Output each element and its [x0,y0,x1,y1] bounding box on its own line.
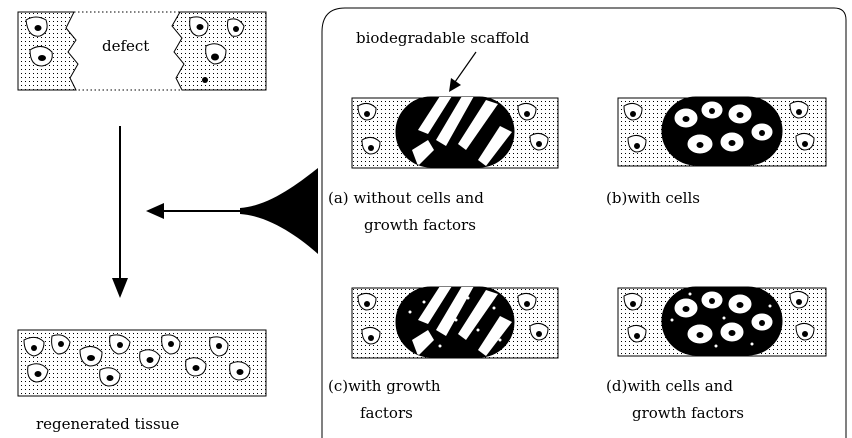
scaffold-b-diagram [617,96,827,167]
case-line-1: with growth [348,377,441,395]
case-letter: (d) [606,377,628,395]
down-arrow-icon [112,126,128,298]
scaffold-d-diagram [617,286,827,357]
scaffold-options-panel [321,7,847,438]
case-d-caption: (d)with cells and growth factors [606,376,744,423]
case-a-caption: (a) without cells and growth factors [328,188,484,235]
case-line-1: without cells and [353,189,484,207]
case-line-2: growth factors [632,404,744,422]
scaffold-a-diagram [351,96,559,169]
scaffold-c-diagram [351,286,559,359]
case-line-1: with cells [627,189,700,207]
case-line-2: growth factors [364,216,476,234]
case-letter: (a) [328,189,349,207]
case-c-caption: (c)with growth factors [328,376,441,423]
scaffold-pointer-arrow [449,51,477,92]
case-b-caption: (b)with cells [606,188,700,208]
regenerated-tissue-label: regenerated tissue [36,415,180,433]
defect-label: defect [100,36,152,56]
regenerated-tissue-block [17,329,267,397]
scaffold-label: biodegradable scaffold [356,29,530,47]
tissue-with-defect [17,11,267,91]
case-letter: (b) [606,189,628,207]
funnel-connector [146,168,318,254]
case-letter: (c) [328,377,349,395]
case-line-2: factors [360,404,413,422]
case-line-1: with cells and [627,377,733,395]
